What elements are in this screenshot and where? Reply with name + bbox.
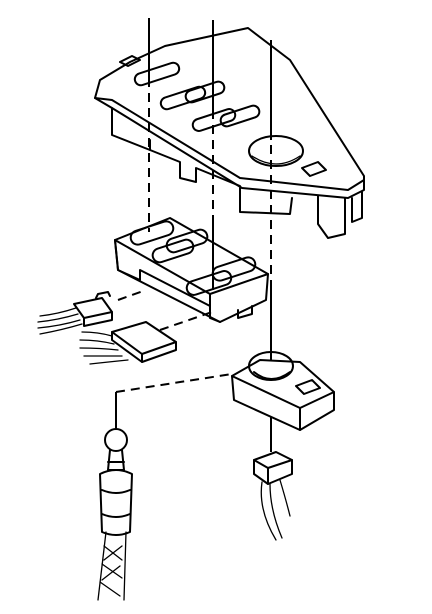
lock-switch [231,351,335,431]
lamp-socket [97,469,133,601]
alignment-lines [115,18,272,452]
window-switch-assembly [114,217,269,323]
wire-connector-small [37,291,113,335]
switch-bezel-panel [94,27,365,239]
wire-connector-large [79,321,177,365]
lamp-bulb [104,428,128,471]
lock-switch-connector [253,451,293,541]
